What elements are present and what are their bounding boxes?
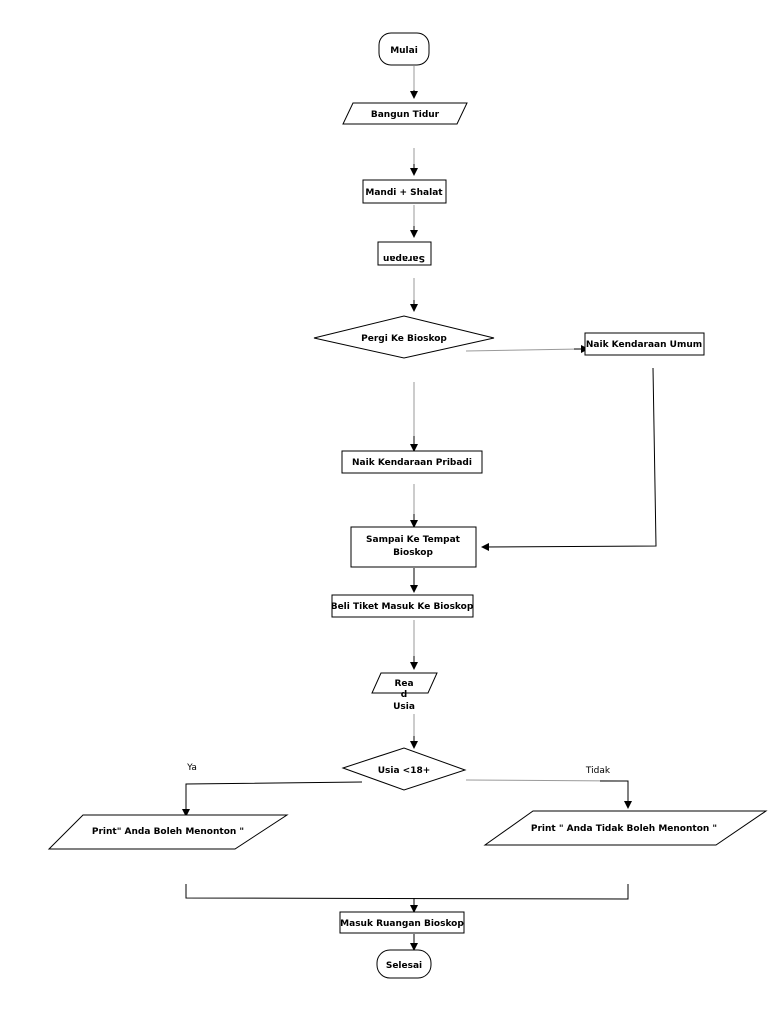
process-bath-label: Mandi + Shalat: [365, 188, 443, 198]
process-public-vehicle-label: Naik Kendaraan Umum: [586, 340, 702, 350]
io-wake-label: Bangun Tidur: [371, 110, 440, 120]
terminator-start-label: Mulai: [390, 46, 418, 56]
branch-no-label: Tidak: [585, 766, 611, 776]
arrow-decision-public: [465, 348, 581, 352]
process-arrive-label-2: Bioskop: [393, 548, 433, 558]
terminator-start: Mulai: [378, 32, 430, 66]
io-print-yes-label: Print" Anda Boleh Menonton ": [92, 827, 244, 837]
decision-go-label: Pergi Ke Bioskop: [361, 334, 447, 344]
process-breakfast-label: Sarapan: [383, 253, 425, 263]
process-bath: Mandi + Shalat: [362, 179, 447, 204]
connectors: [182, 66, 657, 951]
io-read-age-label-3: Usia: [393, 702, 415, 712]
io-read-age-label-2: d: [401, 690, 407, 700]
arrow-age-yes: [182, 781, 363, 817]
process-enter-room-label: Masuk Ruangan Bioskop: [340, 919, 464, 929]
process-arrive-label-1: Sampai Ke Tempat: [366, 535, 461, 545]
terminator-end-label: Selesai: [386, 961, 422, 971]
io-print-no-label: Print " Anda Tidak Boleh Menonton ": [531, 824, 717, 834]
merge-line: [185, 884, 629, 900]
io-print-yes: Print" Anda Boleh Menonton ": [47, 814, 289, 850]
io-read-age-label-1: Rea: [394, 679, 413, 689]
process-enter-room: Masuk Ruangan Bioskop: [339, 911, 465, 934]
io-wake: Bangun Tidur: [342, 102, 468, 125]
process-private-vehicle: Naik Kendaraan Pribadi: [341, 450, 483, 474]
process-buy-ticket-label: Beli Tiket Masuk Ke Bioskop: [331, 602, 474, 612]
decision-age-label: Usia <18+: [378, 766, 431, 776]
process-breakfast: Sarapan: [377, 241, 432, 266]
process-buy-ticket: Beli Tiket Masuk Ke Bioskop: [331, 594, 474, 618]
io-read-age: Rea d Usia: [371, 672, 438, 712]
arrow-public-arrive: [481, 367, 657, 551]
branch-yes-label: Ya: [186, 763, 197, 773]
arrow-age-no: [465, 779, 621, 782]
terminator-end: Selesai: [376, 949, 432, 979]
process-arrive: Sampai Ke Tempat Bioskop: [350, 526, 477, 568]
io-print-no: Print " Anda Tidak Boleh Menonton ": [483, 810, 768, 846]
process-private-vehicle-label: Naik Kendaraan Pribadi: [352, 458, 472, 468]
decision-go: Pergi Ke Bioskop: [313, 315, 495, 359]
process-public-vehicle: Naik Kendaraan Umum: [584, 332, 705, 356]
decision-age: Usia <18+: [341, 747, 467, 791]
